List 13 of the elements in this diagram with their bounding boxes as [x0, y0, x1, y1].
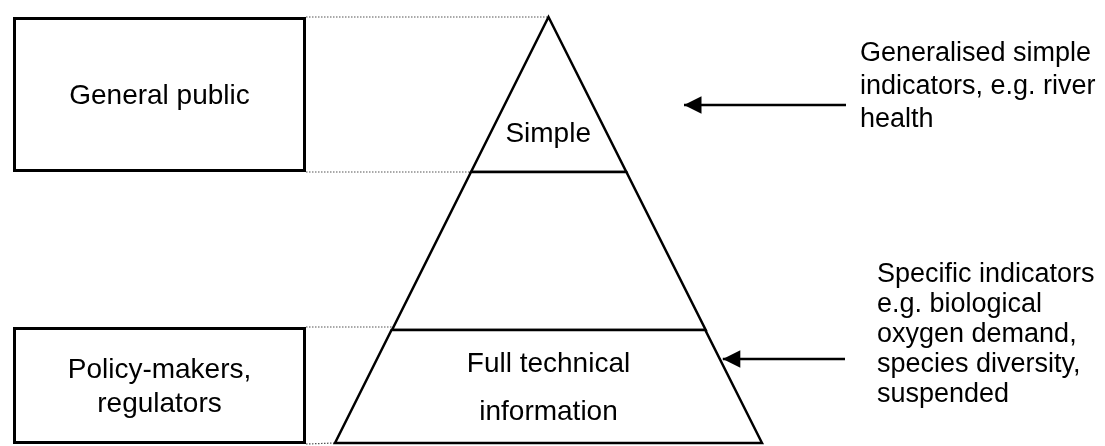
tier-label: Full technical information — [465, 345, 632, 428]
arrow — [684, 96, 846, 114]
guide-line — [305, 16, 549, 18]
audience-box — [13, 327, 306, 444]
audience-box — [13, 17, 306, 172]
guide-line — [305, 326, 394, 328]
indicator-note: Generalised simple indicators, e.g. river health — [860, 36, 1097, 135]
tier-label: Simple — [505, 117, 591, 149]
audience-label: General public — [69, 77, 250, 112]
audience-label: Policy-makers, regulators — [66, 351, 253, 420]
arrow — [722, 350, 845, 368]
guide-line — [305, 442, 336, 445]
indicator-note: Specific indicators e.g. biological oxygen demand, species diversity, suspended — [877, 258, 1096, 408]
